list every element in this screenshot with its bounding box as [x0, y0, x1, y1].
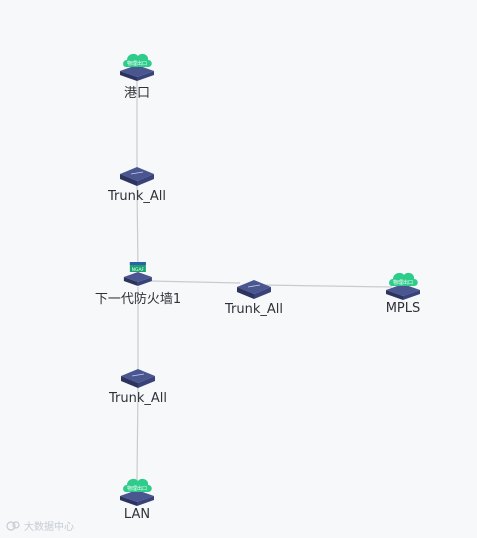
node-trunk-3[interactable]: Trunk_All: [109, 366, 167, 406]
node-label: 下一代防火墙1: [94, 292, 182, 307]
switch-icon: [237, 280, 271, 299]
node-label: MPLS: [385, 301, 421, 316]
node-label: Trunk_All: [109, 391, 167, 406]
firewall-icon: NGAF: [124, 262, 152, 286]
node-trunk-2[interactable]: Trunk_All: [225, 277, 283, 317]
watermark-logo-icon: [6, 520, 20, 531]
watermark-text: 大数据中心: [24, 522, 74, 533]
node-label: LAN: [123, 507, 151, 522]
cloud-exit-icon: 物理出口: [386, 272, 420, 300]
cloud-badge-text: 物理出口: [127, 485, 147, 492]
node-lan[interactable]: 物理出口 LAN: [117, 472, 157, 522]
cloud-badge-text: 物理出口: [393, 279, 413, 286]
node-mpls[interactable]: 物理出口 MPLS: [383, 266, 423, 316]
cloud-badge-text: 物理出口: [127, 60, 147, 67]
switch-icon: [120, 167, 154, 186]
watermark: 大数据中心: [5, 518, 74, 533]
node-trunk-1[interactable]: Trunk_All: [108, 164, 166, 204]
link-trunk2-mpls: [261, 284, 393, 288]
node-label: Trunk_All: [108, 189, 166, 204]
node-label: Trunk_All: [225, 302, 283, 317]
link-trunk1-firewall: [136, 184, 139, 271]
cloud-exit-icon: 物理出口: [120, 53, 154, 81]
switch-icon: [121, 369, 155, 388]
node-firewall[interactable]: NGAF 下一代防火墙1: [95, 261, 181, 307]
node-label: 港口: [123, 86, 150, 101]
node-port[interactable]: 物理出口 港口: [117, 47, 157, 101]
firewall-badge-text: NGAF: [132, 267, 145, 273]
link-firewall-trunk2: [149, 280, 241, 284]
cloud-exit-icon: 物理出口: [120, 478, 154, 506]
link-trunk3-lan: [136, 386, 139, 481]
